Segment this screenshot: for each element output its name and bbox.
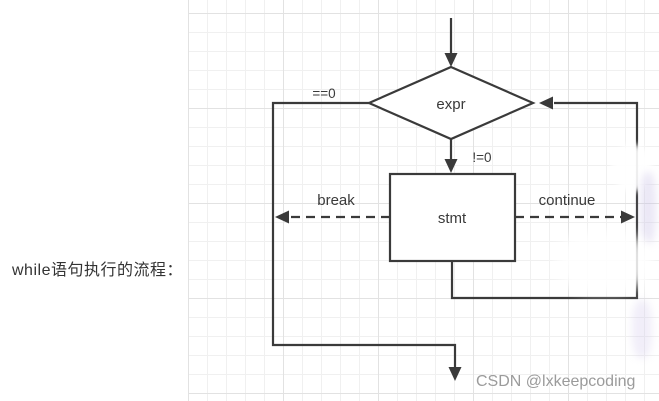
false-exit-edge: [271, 101, 457, 368]
watermark: CSDN @lxkeepcoding: [476, 373, 636, 390]
loop-arrowhead-icon: [539, 96, 553, 110]
break-arrowhead-icon: [275, 210, 289, 224]
condition-diamond: [366, 65, 536, 141]
entry-arrowhead-icon: [444, 53, 458, 67]
body-rect: [388, 172, 517, 263]
condition-label: expr: [436, 96, 465, 113]
continue-arrowhead-icon: [621, 210, 635, 224]
cond-false-label: ==0: [312, 86, 335, 101]
exit-arrowhead-icon: [448, 367, 462, 381]
while-flowchart: expr stmt ==0 !=0 break continue: [271, 18, 639, 381]
caption: while语句执行的流程：: [12, 262, 183, 279]
body-label: stmt: [438, 210, 467, 227]
true-arrowhead-icon: [444, 159, 458, 173]
grid-background: expr stmt ==0 !=0 break continue: [188, 0, 659, 401]
break-label: break: [317, 192, 355, 209]
continue-label: continue: [539, 192, 596, 209]
loop-back-edge: [450, 101, 639, 300]
cond-true-label: !=0: [472, 150, 491, 165]
